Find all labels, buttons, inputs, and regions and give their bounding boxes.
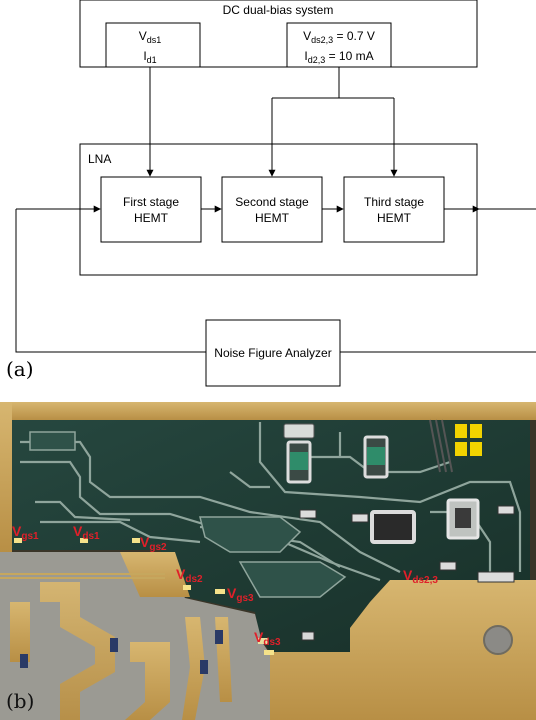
probe-label-vgs1: Vgs1 (12, 523, 39, 542)
probe-label-vgs2: Vgs2 (140, 534, 167, 553)
strip-block-3 (29, 431, 76, 451)
analyzer-left-line (15, 209, 206, 353)
probe-label-vds23: Vds2,3 (403, 567, 438, 586)
bias1-box (105, 22, 201, 68)
nfa-label: Noise Figure Analyzer (214, 346, 331, 360)
dc-system-title: DC dual-bias system (223, 3, 334, 17)
probe-label-vds1: Vds1 (73, 523, 100, 542)
gold-trace-2 (10, 602, 30, 662)
gold-trace-1 (40, 582, 115, 720)
dc-system-box (79, 0, 478, 68)
probe-label-vgs3: Vgs3 (227, 585, 254, 604)
lna-label: LNA (88, 152, 111, 166)
stage2-box (221, 176, 323, 243)
stage3-line1: Third stage (364, 195, 424, 209)
stage2-line2: HEMT (255, 211, 290, 225)
i-d1-label: Id1 (143, 49, 156, 65)
panel-a-label: (a) (6, 357, 34, 381)
v-ds23-label: Vds2,3 = 0.7 V (303, 29, 375, 45)
gold-border-top (0, 402, 536, 420)
board-photo: Vgs1 Vds1 Vgs2 Vds2 Vgs3 Vds3 Vds2,3 (b) (0, 402, 536, 720)
probe-label-vds2: Vds2 (176, 566, 203, 585)
smd-components (20, 419, 515, 674)
stage3-box (343, 176, 445, 243)
gold-pad-right (270, 580, 536, 720)
strip-block-1 (199, 516, 302, 553)
block-diagram: DC dual-bias system Vds1 Id1 Vds2,3 = 0.… (6, 0, 536, 387)
stage3-line2: HEMT (377, 211, 412, 225)
bias-pads (14, 538, 274, 655)
i-d23-label: Id2,3 = 10 mA (304, 49, 373, 65)
stage1-line2: HEMT (134, 211, 169, 225)
via-hole (483, 625, 513, 655)
stage2-line1: Second stage (235, 195, 309, 209)
bias23-trunk (272, 67, 394, 99)
strip-block-2 (238, 561, 347, 598)
gold-trace-4 (182, 617, 205, 720)
probe-label-vds3: Vds3 (254, 629, 281, 648)
gold-trace-6 (125, 642, 170, 720)
stage1-line1: First stage (123, 195, 179, 209)
gold-border-left (0, 402, 12, 552)
grey-frame-lines (0, 573, 165, 579)
v-ds1-label: Vds1 (139, 29, 162, 45)
stage1-box (100, 176, 202, 243)
nfa-box (205, 319, 341, 387)
panel-b-label: (b) (6, 689, 34, 713)
